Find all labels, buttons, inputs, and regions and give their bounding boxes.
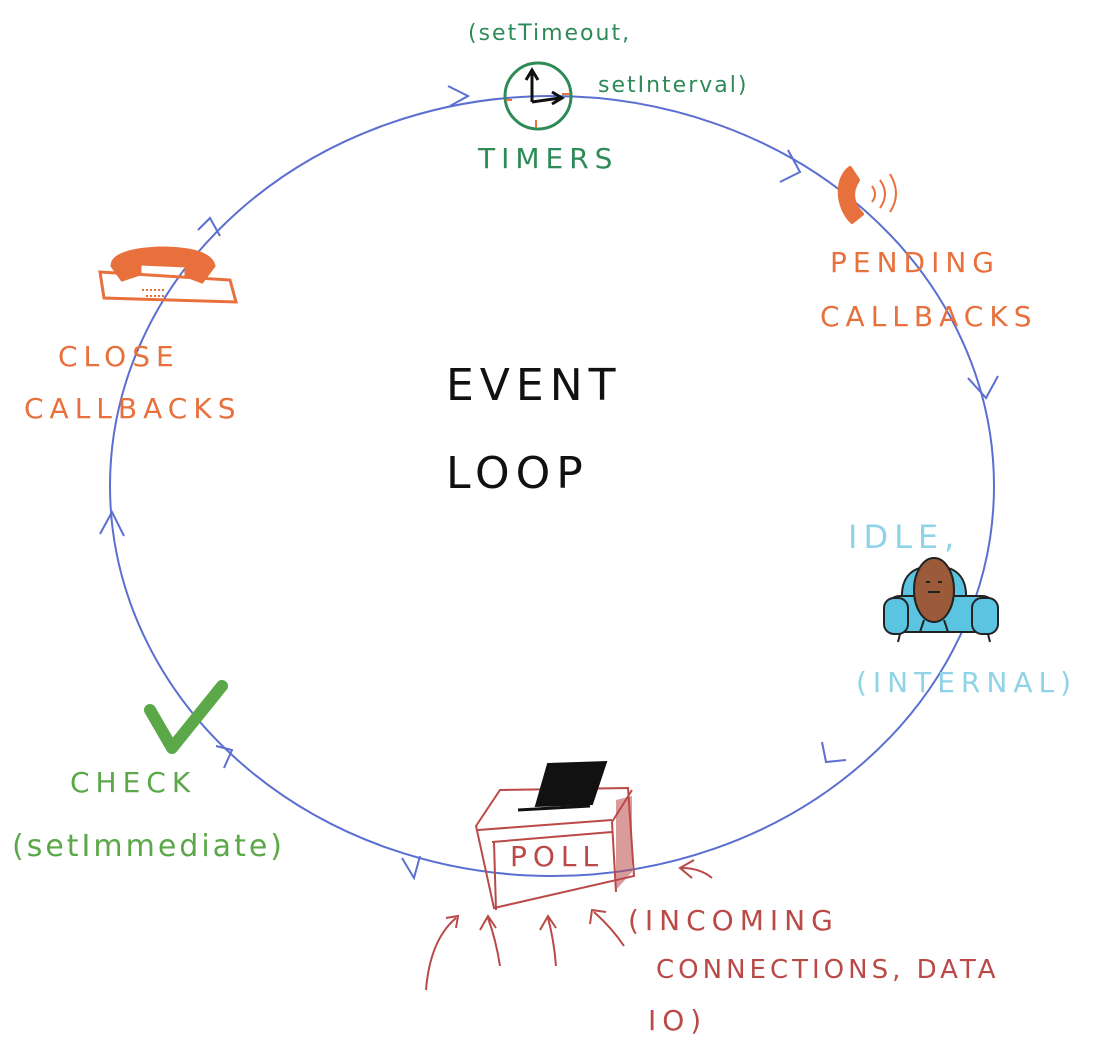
checkmark-icon — [144, 680, 228, 754]
incoming-arrows — [425, 859, 713, 991]
incoming-arrow — [678, 859, 713, 879]
close-line1: CLOSE — [58, 340, 180, 373]
incoming-arrow — [425, 914, 460, 991]
close-labels: CLOSE CALLBACKS — [24, 340, 241, 425]
pending-line1: PENDING — [830, 246, 1000, 279]
timers-name: TIMERS — [477, 142, 618, 175]
arrow-to-idle — [967, 375, 999, 400]
poll-labels: POLL (INCOMING CONNECTIONS, DATA IO) — [510, 840, 1000, 1037]
arrow-to-pending — [779, 149, 802, 183]
incoming-arrow — [539, 914, 557, 967]
loop-circle — [109, 95, 995, 877]
idle-line2: (INTERNAL) — [856, 666, 1077, 699]
check-note: (setImmediate) — [12, 829, 285, 864]
idle-line1: IDLE, — [848, 518, 960, 556]
center-line2: LOOP — [446, 448, 589, 499]
timers-note-line2: setInterval) — [598, 73, 748, 98]
pending-labels: PENDING CALLBACKS — [820, 246, 1037, 333]
arrow-from-close — [197, 216, 221, 237]
arrow-to-timers — [447, 85, 471, 107]
close-line2: CALLBACKS — [24, 392, 241, 425]
loop-arrows — [99, 85, 999, 881]
incoming-arrow — [479, 914, 501, 967]
phone-handset-icon — [837, 166, 897, 224]
arrow-from-check — [215, 745, 234, 769]
poll-note-line3: IO) — [648, 1004, 707, 1037]
poll-note-line1: (INCOMING — [628, 904, 839, 937]
timers-labels: TIMERS (setTimeout, setInterval) — [468, 21, 748, 175]
check-labels: CHECK (setImmediate) — [12, 766, 285, 864]
arrow-to-close — [99, 509, 125, 537]
center-line1: EVENT — [446, 360, 622, 411]
clock-icon — [503, 61, 573, 131]
pending-line2: CALLBACKS — [820, 300, 1037, 333]
arrow-to-check — [401, 855, 421, 881]
poll-name: POLL — [510, 840, 604, 873]
potato-on-couch-icon — [883, 557, 999, 643]
laptop-on-box-icon — [474, 760, 636, 911]
center-title: EVENT LOOP — [446, 360, 622, 499]
desk-phone-icon — [98, 246, 238, 304]
check-name: CHECK — [70, 766, 196, 799]
poll-note-line2: CONNECTIONS, DATA — [656, 955, 1000, 985]
arrow-to-poll — [821, 741, 847, 764]
incoming-arrow — [589, 908, 625, 947]
timers-note-line1: (setTimeout, — [468, 21, 631, 46]
idle-labels: IDLE, (INTERNAL) — [848, 518, 1077, 699]
